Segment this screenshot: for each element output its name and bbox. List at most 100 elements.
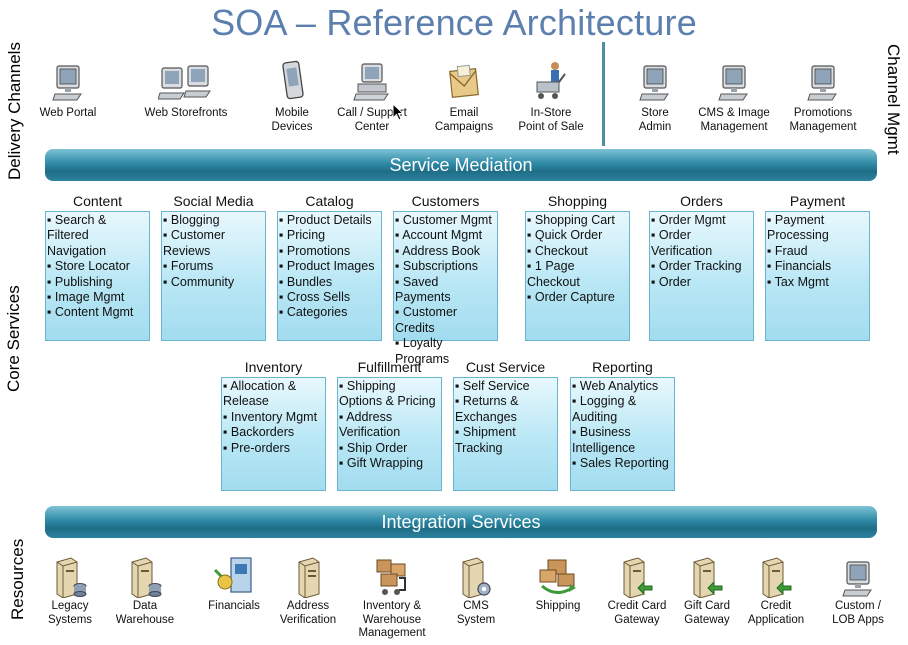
resource-label: CMS System <box>456 600 496 626</box>
channel-item: Store Admin <box>607 58 703 134</box>
service-reporting: Reporting▪ Web Analytics▪ Logging &Audit… <box>570 359 675 491</box>
resource-item: Address Verification <box>262 554 354 627</box>
service-item: Navigation <box>47 243 107 258</box>
page-title: SOA – Reference Architecture <box>211 2 697 43</box>
shipping-icon <box>512 554 604 598</box>
workstation-icon <box>324 58 420 102</box>
channel-divider <box>602 42 605 146</box>
service-heading: Cust Service <box>465 359 546 375</box>
server-database-icon <box>24 554 116 598</box>
service-item: ▪ Gift Wrapping <box>339 456 424 471</box>
resource-label: Financials <box>208 600 260 612</box>
service-item: ▪ Logging & <box>572 394 637 409</box>
service-item: ▪ Customer Mgmt <box>395 213 492 227</box>
resource-item: Credit Card Gateway <box>591 554 683 627</box>
server-icon <box>262 554 354 598</box>
service-item: Reviews <box>163 243 211 258</box>
service-item: ▪ Payment <box>767 213 825 227</box>
core-services-label: Core Services <box>4 285 23 392</box>
server-gateway-icon <box>661 554 753 598</box>
service-item: ▪ Shipment <box>455 425 516 440</box>
service-item: Intelligence <box>572 440 636 455</box>
service-item: Exchanges <box>455 409 517 424</box>
warehouse-icon <box>346 554 438 598</box>
channel-item: Email Campaigns <box>416 58 512 134</box>
mobile-device-icon <box>244 58 340 102</box>
service-item: Filtered <box>47 228 89 243</box>
service-item: ▪ Forums <box>163 259 214 274</box>
service-item: ▪ Loyalty Programs <box>395 336 450 366</box>
resource-label: Inventory & Warehouse Management <box>358 600 426 639</box>
service-item: ▪ Publishing <box>47 274 113 289</box>
resource-label: Credit Application <box>747 600 805 626</box>
service-item: ▪ Product Details <box>279 213 372 227</box>
service-item: ▪ Tax Mgmt <box>767 274 829 289</box>
channel-label: Mobile Devices <box>271 107 313 133</box>
computer-icon <box>812 554 904 598</box>
mouse-cursor-icon <box>392 103 404 121</box>
channel-mgmt-label: Channel Mgmt <box>884 44 903 155</box>
service-item: ▪ Customer Credits <box>395 305 458 335</box>
service-item: Verification <box>651 243 713 258</box>
resource-label: Shipping <box>535 600 581 612</box>
service-item: ▪ Web Analytics <box>572 379 659 393</box>
server-gateway-icon <box>730 554 822 598</box>
resource-item: Gift Card Gateway <box>661 554 753 627</box>
server-database-icon <box>99 554 191 598</box>
service-heading: Fulfillment <box>357 359 422 375</box>
computer-icon <box>775 58 871 102</box>
resource-label: Custom / LOB Apps <box>832 600 884 626</box>
resource-item: Inventory & Warehouse Management <box>346 554 438 641</box>
service-item: ▪ Pre-orders <box>223 440 290 455</box>
channel-item: Mobile Devices <box>244 58 340 134</box>
service-item: ▪ Self Service <box>455 379 530 393</box>
channel-item: Web Storefronts <box>138 58 234 120</box>
channel-label: CMS & Image Management <box>698 107 770 133</box>
service-item: ▪ Financials <box>767 259 832 274</box>
service-item: ▪ Cross Sells <box>279 290 351 305</box>
service-item: ▪ Inventory Mgmt <box>223 409 318 424</box>
service-customers: Customers▪ Customer Mgmt▪ Account Mgmt▪ … <box>393 193 498 366</box>
service-box: ▪ Shopping Cart▪ Quick Order▪ Checkout▪ … <box>525 211 630 341</box>
service-item: ▪ Returns & <box>455 394 519 409</box>
service-heading: Reporting <box>592 359 653 375</box>
service-item: ▪ Saved Payments <box>395 274 451 305</box>
email-icon <box>416 58 512 102</box>
service-item: ▪ Content Mgmt <box>47 305 134 320</box>
service-item: ▪ Address Book <box>395 243 481 258</box>
service-item: ▪ Community <box>163 274 235 289</box>
channel-label: Call / Support Center <box>337 107 407 133</box>
service-inventory: Inventory▪ Allocation &Release▪ Inventor… <box>221 359 326 491</box>
point-of-sale-icon <box>503 58 599 102</box>
service-box: ▪ Allocation &Release▪ Inventory Mgmt▪ B… <box>221 377 326 491</box>
resource-label: Gift Card Gateway <box>683 600 730 626</box>
service-item: ▪ 1 Page Checkout <box>527 259 580 289</box>
service-item: Tracking <box>455 440 503 455</box>
computer-icon <box>686 58 782 102</box>
service-heading: Orders <box>680 193 723 209</box>
computer-icon <box>607 58 703 102</box>
service-box: ▪ Product Details▪ Pricing▪ Promotions▪ … <box>277 211 382 341</box>
service-heading: Payment <box>789 193 846 209</box>
financials-icon <box>188 554 280 598</box>
resource-label: Legacy Systems <box>47 600 93 626</box>
resource-item: Shipping <box>512 554 604 614</box>
service-item: ▪ Order Tracking <box>651 259 742 274</box>
channel-item: Call / Support Center <box>324 58 420 134</box>
channel-item: Promotions Management <box>775 58 871 134</box>
service-shopping: Shopping▪ Shopping Cart▪ Quick Order▪ Ch… <box>525 193 630 341</box>
server-gateway-icon <box>591 554 683 598</box>
service-item: Processing <box>767 228 829 243</box>
resource-item: Data Warehouse <box>99 554 191 627</box>
computers-icon <box>138 58 234 102</box>
server-gear-icon <box>430 554 522 598</box>
service-item: ▪ Image Mgmt <box>47 290 125 305</box>
channel-label: Web Storefronts <box>144 107 228 119</box>
service-item: ▪ Promotions <box>279 243 351 258</box>
